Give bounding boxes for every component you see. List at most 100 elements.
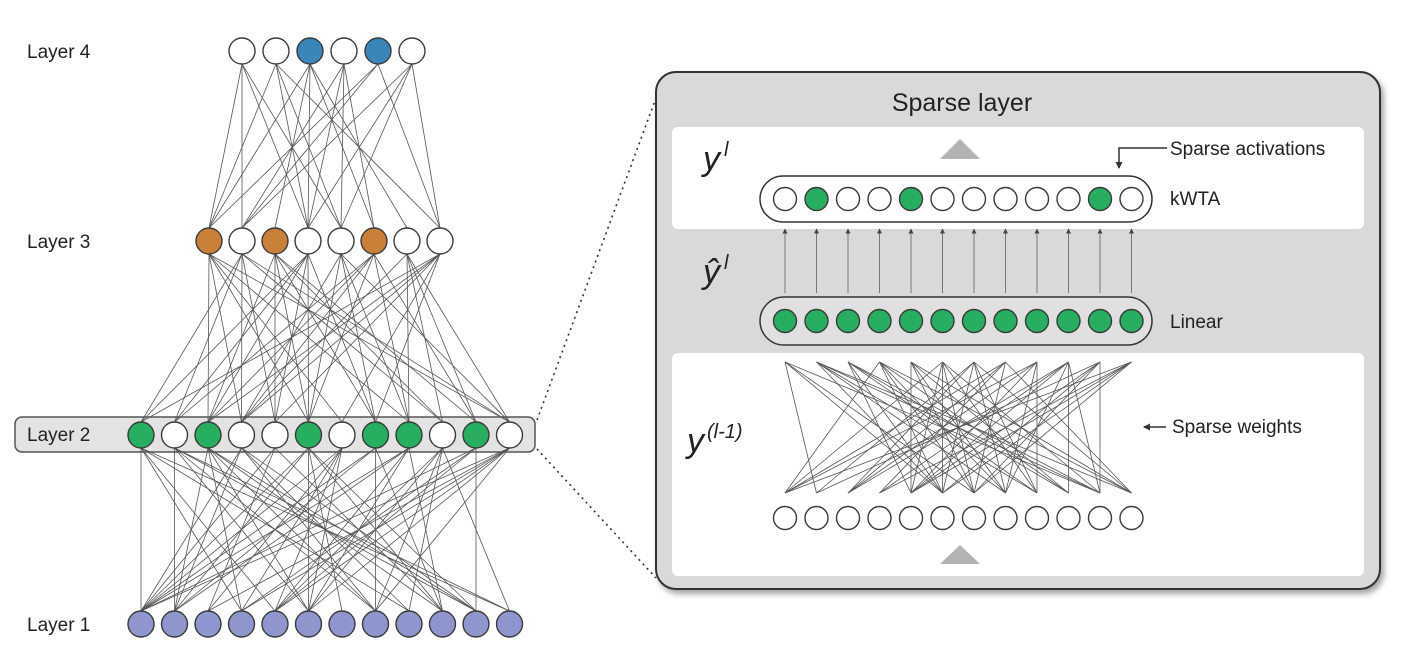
input-neuron (930, 505, 955, 531)
kwta-neuron (867, 186, 892, 212)
layer4-layer3-edge (343, 63, 375, 229)
layer3-layer2-edge (174, 253, 243, 423)
layer4-layer3-edge (208, 63, 311, 229)
up-arrow-top (940, 139, 980, 159)
layer3-layer2-edge (241, 253, 441, 423)
layer1-neuron (428, 610, 457, 638)
layer3-layer2-edge (207, 253, 309, 423)
network: Layer 4 Layer 3 Layer 2 Layer 1 (14, 37, 536, 638)
sparse-weight-edge (973, 361, 1132, 494)
layer1-neuron (160, 610, 189, 638)
linear-neuron (772, 308, 798, 334)
layer1-neuron (462, 610, 490, 638)
network-connections (140, 63, 510, 612)
layer3-layer2-edge (208, 253, 242, 423)
linear-neuron (898, 308, 924, 334)
input-neuron (1024, 505, 1050, 531)
layer3-layer2-edge (340, 253, 376, 423)
layer4-layer3-edge (411, 63, 441, 229)
layer3-neuron (360, 227, 388, 255)
sparse-weight-edge (910, 361, 1132, 494)
layer3-layer2-edge (207, 253, 441, 423)
sparse-weight-edge (784, 361, 1006, 494)
weights-section (672, 353, 1364, 576)
sparse-weight-edge (847, 361, 1006, 494)
kwta-neuron (1056, 186, 1081, 212)
y-prev-label: y(l-1) (685, 421, 743, 460)
layer4-layer3-edge (307, 63, 413, 229)
layer4-layer3-edge (275, 63, 441, 229)
layer3-layer2-edge (274, 253, 441, 423)
layer2-label: Layer 2 (27, 425, 90, 446)
layer2-neuron (160, 421, 189, 449)
layer3-neuron (327, 227, 355, 255)
layer1-neuron (395, 610, 423, 638)
layer2-neuron (127, 421, 155, 449)
linear-neuron (835, 308, 861, 334)
layer2-neuron (361, 421, 390, 449)
layer4-layer3-edge (241, 63, 342, 229)
layer2-layer1-edge (207, 447, 510, 612)
input-neuron (993, 505, 1018, 531)
layer3-layer2-edge (340, 253, 410, 423)
layer1-neuron (495, 610, 524, 638)
layer4-layer3-edge (307, 63, 311, 229)
layer3-layer2-edge (208, 253, 410, 423)
kwta-neuron (930, 186, 955, 212)
layer4-layer3-edge (275, 63, 342, 229)
sparse-weights-callout: Sparse weights (1143, 417, 1302, 438)
sparse-activations-label: Sparse activations (1170, 139, 1325, 160)
sparse-layer-title: Sparse layer (892, 89, 1032, 117)
layer1-neuron (328, 610, 356, 638)
layer4-layer3-edge (309, 63, 375, 229)
linear-to-kwta-arrows (782, 228, 1134, 293)
kwta-neuron (835, 186, 861, 212)
kwta-neuron (993, 186, 1018, 212)
layer1-neuron (294, 610, 323, 638)
layer2-layer1-edge (140, 447, 242, 612)
layer3-layer2-edge (341, 253, 441, 423)
layer2-neuron (227, 421, 256, 449)
sparse-weight-edge (784, 361, 880, 494)
layer2-neuron (294, 421, 323, 449)
sparse-activations-callout: Sparse activations (1115, 139, 1325, 169)
sparse-weight-edge (784, 361, 1038, 494)
layer3-layer2-edge (375, 253, 441, 423)
kwta-neuron (898, 186, 924, 212)
linear-neuron (1056, 308, 1081, 334)
input-neuron (804, 505, 829, 531)
layer2-layer1-edge (140, 447, 410, 612)
layer4-layer3-edge (208, 63, 277, 229)
kwta-neuron (1024, 186, 1050, 212)
kwta-row (759, 175, 1153, 223)
layer3-label: Layer 3 (27, 232, 90, 253)
sparse-layer-neurons (772, 186, 1144, 531)
layer3-neuron (294, 227, 322, 255)
layer4-layer3-edge (307, 63, 345, 229)
sparse-weight-edge (942, 361, 1132, 494)
layer2-layer1-edge (140, 447, 376, 612)
sparse-weight-edge (879, 361, 1132, 494)
sparse-weight-edge (847, 361, 1038, 494)
layer4-layer3-edge (208, 63, 243, 229)
layer4-label: Layer 4 (27, 42, 91, 63)
layer3-neuron (228, 227, 256, 255)
layer3-neuron (195, 227, 223, 255)
layer4-layer3-edge (377, 63, 441, 229)
layer3-layer2-edge (174, 253, 375, 423)
linear-neuron (1087, 308, 1113, 334)
layer2-neuron (261, 421, 289, 449)
layer2-layer1-edge (140, 447, 309, 612)
layer4-layer3-edge (309, 63, 408, 229)
layer4-layer3-edge (275, 63, 309, 229)
layer2-layer1-edge (308, 447, 510, 612)
layer4-neuron (228, 37, 256, 65)
linear-neuron (1024, 308, 1050, 334)
input-neuron (835, 505, 861, 531)
linear-neuron (993, 308, 1018, 334)
layer3-layer2-edge (241, 253, 276, 423)
layer2-layer1-edge (274, 447, 410, 612)
layer4-neuron (330, 37, 358, 65)
